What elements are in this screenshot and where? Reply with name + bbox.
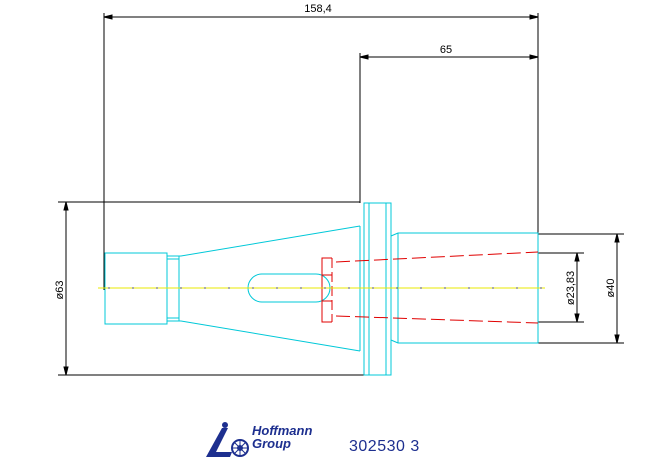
dimension-flange-diameter xyxy=(58,201,368,376)
dimension-bore-diameter xyxy=(538,252,584,323)
dimension-overall-length xyxy=(103,13,539,290)
brand-line-1: Hoffmann xyxy=(252,423,313,438)
part-number: 302530 3 xyxy=(349,438,420,455)
dimension-shank-length-label: 65 xyxy=(440,44,452,56)
brand-line-2: Group xyxy=(252,436,291,451)
dimension-shank-diameter-label: ø40 xyxy=(605,279,617,298)
dimension-bore-diameter-label: ø23,83 xyxy=(565,271,577,305)
dimension-shank-length xyxy=(359,53,539,203)
dimension-shank-diameter xyxy=(538,233,624,344)
brand-name: Hoffmann Group xyxy=(252,424,312,450)
hidden-bore xyxy=(321,251,539,324)
dimension-flange-diameter-label: ø63 xyxy=(54,281,66,300)
dimension-overall-length-label: 158,4 xyxy=(304,3,332,15)
hoffmann-logo-icon xyxy=(206,422,249,457)
